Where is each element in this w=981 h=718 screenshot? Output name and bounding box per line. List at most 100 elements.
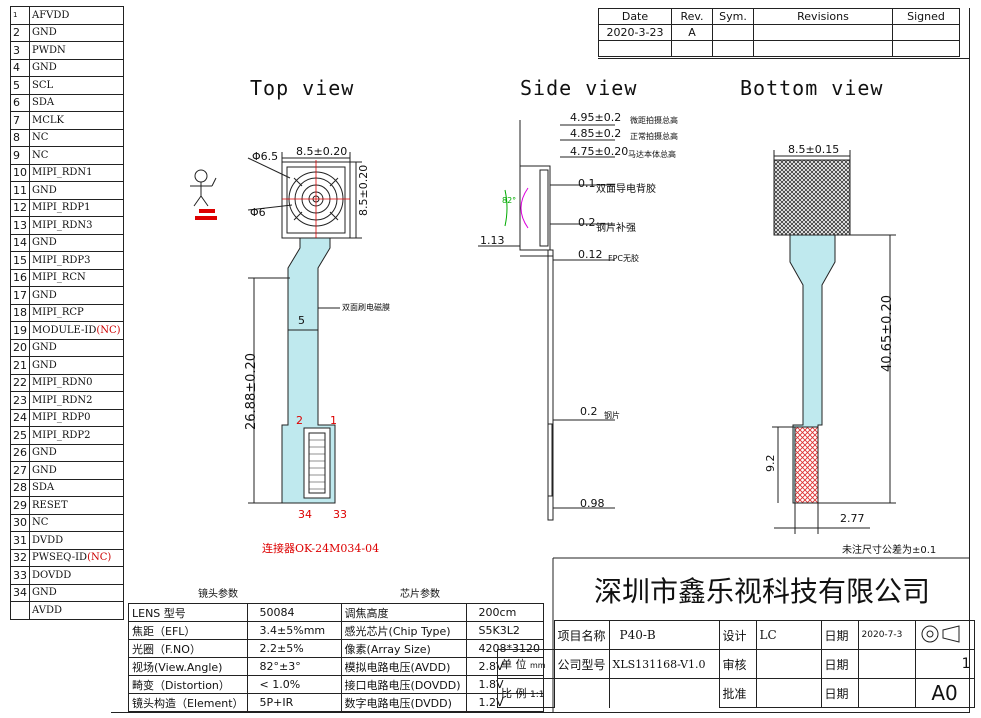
pin-signal-name: MCLK	[32, 114, 65, 126]
connector-label: 连接器OK-24M034-04	[262, 542, 380, 555]
params-row: 视场(View.Angle)82°±3°模拟电路电压(AVDD)2.8V	[128, 657, 545, 676]
side-view-drawing	[478, 120, 615, 521]
pin-signal-name: MIPI_RDP2	[32, 429, 91, 441]
date-value: 2020-7-3	[857, 620, 916, 650]
pin-signal-name: MIPI_RDP3	[32, 254, 91, 266]
pin-signal-name: MIPI_RDP1	[32, 202, 91, 214]
pin-row: AVDD	[10, 601, 124, 620]
top-pin34-label: 34	[298, 508, 312, 521]
projection-symbol-icon	[921, 624, 960, 643]
date-label: 日期	[820, 620, 859, 650]
pin-signal-name: GND	[32, 62, 57, 74]
chip-param-name: 感光芯片(Chip Type)	[340, 621, 467, 640]
chip-param-name: 调焦高度	[340, 603, 467, 622]
pin-signal-name: GND	[32, 359, 57, 371]
pin-signal-name: NC	[32, 149, 49, 161]
side-h1-note: 微距拍摄总高	[630, 116, 678, 125]
pin-number: 24	[10, 408, 30, 427]
lens-param-value: 2.2±5%	[246, 639, 342, 658]
pin-signal-name: GND	[32, 289, 57, 301]
top-shield-note: 双面刷电磁膜	[342, 303, 390, 312]
figure-mark-1	[199, 209, 215, 213]
top-pin1-label: 1	[330, 414, 337, 427]
params-row: 畸变（Distortion）< 1.0%接口电路电压(DOVDD)1.8V	[128, 675, 545, 694]
chip-param-name: 模拟电路电压(AVDD)	[340, 657, 467, 676]
date3-label: 日期	[820, 678, 859, 708]
pin-number: 4	[10, 58, 30, 77]
date2-label: 日期	[820, 649, 859, 679]
pin-signal-name: MIPI_RDP0	[32, 412, 91, 424]
revision-table: Date Rev. Sym. Revisions Signed 2020-3-2…	[598, 8, 960, 57]
bottom-length: 40.65±0.20	[880, 294, 895, 372]
company-name: 深圳市鑫乐视科技有限公司	[593, 575, 930, 608]
pin-number: 14	[10, 233, 30, 252]
top-diameter-2: Φ6	[250, 206, 266, 219]
pin-signal-name: MIPI_RCP	[32, 307, 84, 319]
top-width-dim: 8.5±0.20	[296, 145, 348, 158]
lens-params-title: 镜头参数	[198, 589, 238, 600]
params-row: 光圈（F.NO）2.2±5%像素(Array Size)4208*3120	[128, 639, 545, 658]
top-view-drawing	[247, 152, 362, 504]
side-h3-note: 马达本体总高	[628, 150, 676, 159]
side-t1-note: 双面导电背胶	[596, 184, 656, 195]
pin-signal-name: GND	[32, 342, 57, 354]
side-bottom: 0.98	[580, 497, 605, 510]
lens-param-name: 视场(View.Angle)	[128, 657, 248, 676]
top-fpc-length: 26.88±0.20	[244, 352, 259, 430]
sheet-value: 1	[914, 649, 975, 679]
drawing-frame	[111, 60, 970, 713]
pin-note: (NC)	[96, 324, 121, 336]
pin-signal-name: DOVDD	[32, 569, 72, 581]
pin-number: 16	[10, 268, 30, 287]
lens-param-value: 3.4±5%mm	[246, 621, 342, 640]
side-offset: 1.13	[480, 234, 505, 247]
pin-signal-name: MIPI_RDN0	[32, 377, 93, 389]
pin-signal-name: GND	[32, 447, 57, 459]
top-diameter-1: Φ6.5	[252, 150, 279, 163]
side-t2-note: 钢片补强	[596, 223, 636, 234]
lens-param-value: 5P+IR	[246, 693, 342, 712]
chip-params-title: 芯片参数	[400, 589, 440, 600]
side-h2: 4.85±0.2	[570, 127, 622, 140]
lens-param-name: 畸变（Distortion）	[128, 675, 248, 694]
model-label: 公司型号	[553, 649, 610, 679]
side-t4: 0.2	[580, 405, 598, 418]
side-t2: 0.2	[578, 216, 596, 229]
tolerance-note: 未注尺寸公差为±0.1	[842, 545, 937, 556]
pin-signal-name: DVDD	[32, 534, 64, 546]
bottom-width: 8.5±0.15	[788, 143, 840, 156]
pin-number: 34	[10, 583, 30, 602]
pin-signal-name: GND	[32, 464, 57, 476]
pin-number: 32	[10, 548, 30, 567]
unit-label: 单 位	[501, 658, 527, 671]
lens-param-name: 焦距（EFL）	[128, 621, 248, 640]
pin-number: 23	[10, 391, 30, 410]
pin-signal-name: SCL	[32, 79, 54, 91]
project-value: P40-B	[608, 620, 720, 650]
pin-signal-name: PWDN	[32, 44, 66, 56]
top-connector	[303, 427, 331, 499]
title-block-table: 项目名称 P40-B 设计 LC 日期 2020-7-3 单 位 mm 公司型号…	[497, 620, 975, 708]
pin-number: 19	[10, 321, 30, 340]
top-height-dim: 8.5±0.20	[357, 164, 370, 216]
pin-signal-name: SDA	[32, 97, 55, 109]
pin-number: 18	[10, 303, 30, 322]
model-value: XLS131168-V1.0	[608, 649, 720, 679]
figure-mark-2	[195, 216, 217, 220]
pin-signal-name: MIPI_RCN	[32, 272, 86, 284]
